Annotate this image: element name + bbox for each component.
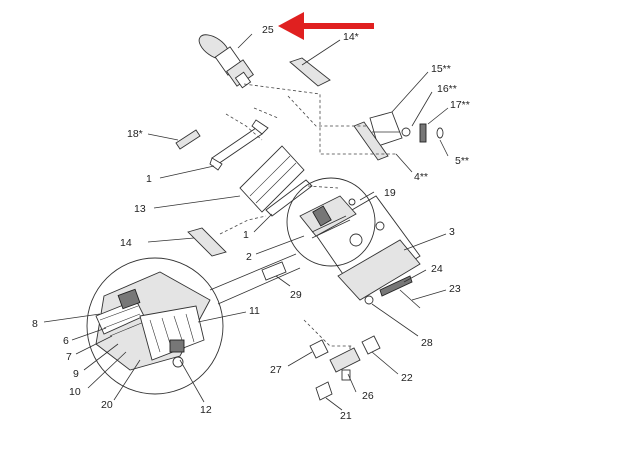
callout-18-star: 18* (127, 128, 143, 140)
callout-9: 9 (73, 368, 79, 380)
part-1-lower-clamp (265, 179, 313, 217)
callout-3: 3 (449, 226, 455, 238)
callout-28: 28 (421, 337, 433, 349)
callout-2: 2 (246, 251, 252, 263)
callout-21: 21 (340, 410, 352, 422)
assembly-dashed-lines (219, 83, 396, 364)
callout-20: 20 (101, 399, 113, 411)
left-arrow-icon (278, 12, 374, 40)
callout-17: 17** (450, 99, 470, 111)
callout-1-lower: 1 (243, 229, 249, 241)
part-25-knob (198, 34, 254, 89)
detail-circle-upper (286, 177, 376, 267)
callout-27: 27 (270, 364, 282, 376)
callout-4: 4** (414, 171, 428, 183)
callout-15: 15** (431, 63, 451, 75)
callout-26: 26 (362, 390, 374, 402)
callout-14: 14 (120, 237, 132, 249)
part-15-valve-assembly (353, 111, 444, 161)
callout-7: 7 (66, 351, 72, 363)
callout-23: 23 (449, 283, 461, 295)
callout-labels: 25 14* 15** 16** 17** 18* 1 4** 5** 13 1… (32, 24, 470, 422)
part-24-lever (379, 275, 421, 309)
part-18 (175, 129, 201, 150)
detail-circle-lower (86, 257, 224, 395)
callout-22: 22 (401, 372, 413, 384)
callout-24: 24 (431, 263, 443, 275)
part-14-top-gasket (289, 39, 341, 87)
part-1-upper-clamp (209, 119, 269, 171)
callout-14-star: 14* (343, 31, 359, 43)
callout-10: 10 (69, 386, 81, 398)
callout-8: 8 (32, 318, 38, 330)
callout-25: 25 (262, 24, 274, 36)
callout-1-upper: 1 (146, 173, 152, 185)
callout-29: 29 (290, 289, 302, 301)
callout-5: 5** (455, 155, 469, 167)
leader-lines (43, 33, 449, 411)
part-13-spring (239, 145, 305, 213)
callout-6: 6 (63, 335, 69, 347)
detail-connector-lines (209, 253, 301, 305)
callout-16: 16** (437, 83, 457, 95)
part-26-tee (329, 347, 361, 381)
part-21-nipple (315, 381, 333, 401)
callout-19: 19 (384, 187, 396, 199)
callout-11: 11 (249, 305, 260, 317)
part-28-ring (364, 295, 374, 305)
part-22-elbow (361, 335, 381, 355)
part-29-tag (261, 261, 287, 281)
part-14-lower-gasket (187, 227, 227, 257)
callout-12: 12 (200, 404, 212, 416)
part-27-fitting (309, 339, 329, 359)
callout-13: 13 (134, 203, 146, 215)
